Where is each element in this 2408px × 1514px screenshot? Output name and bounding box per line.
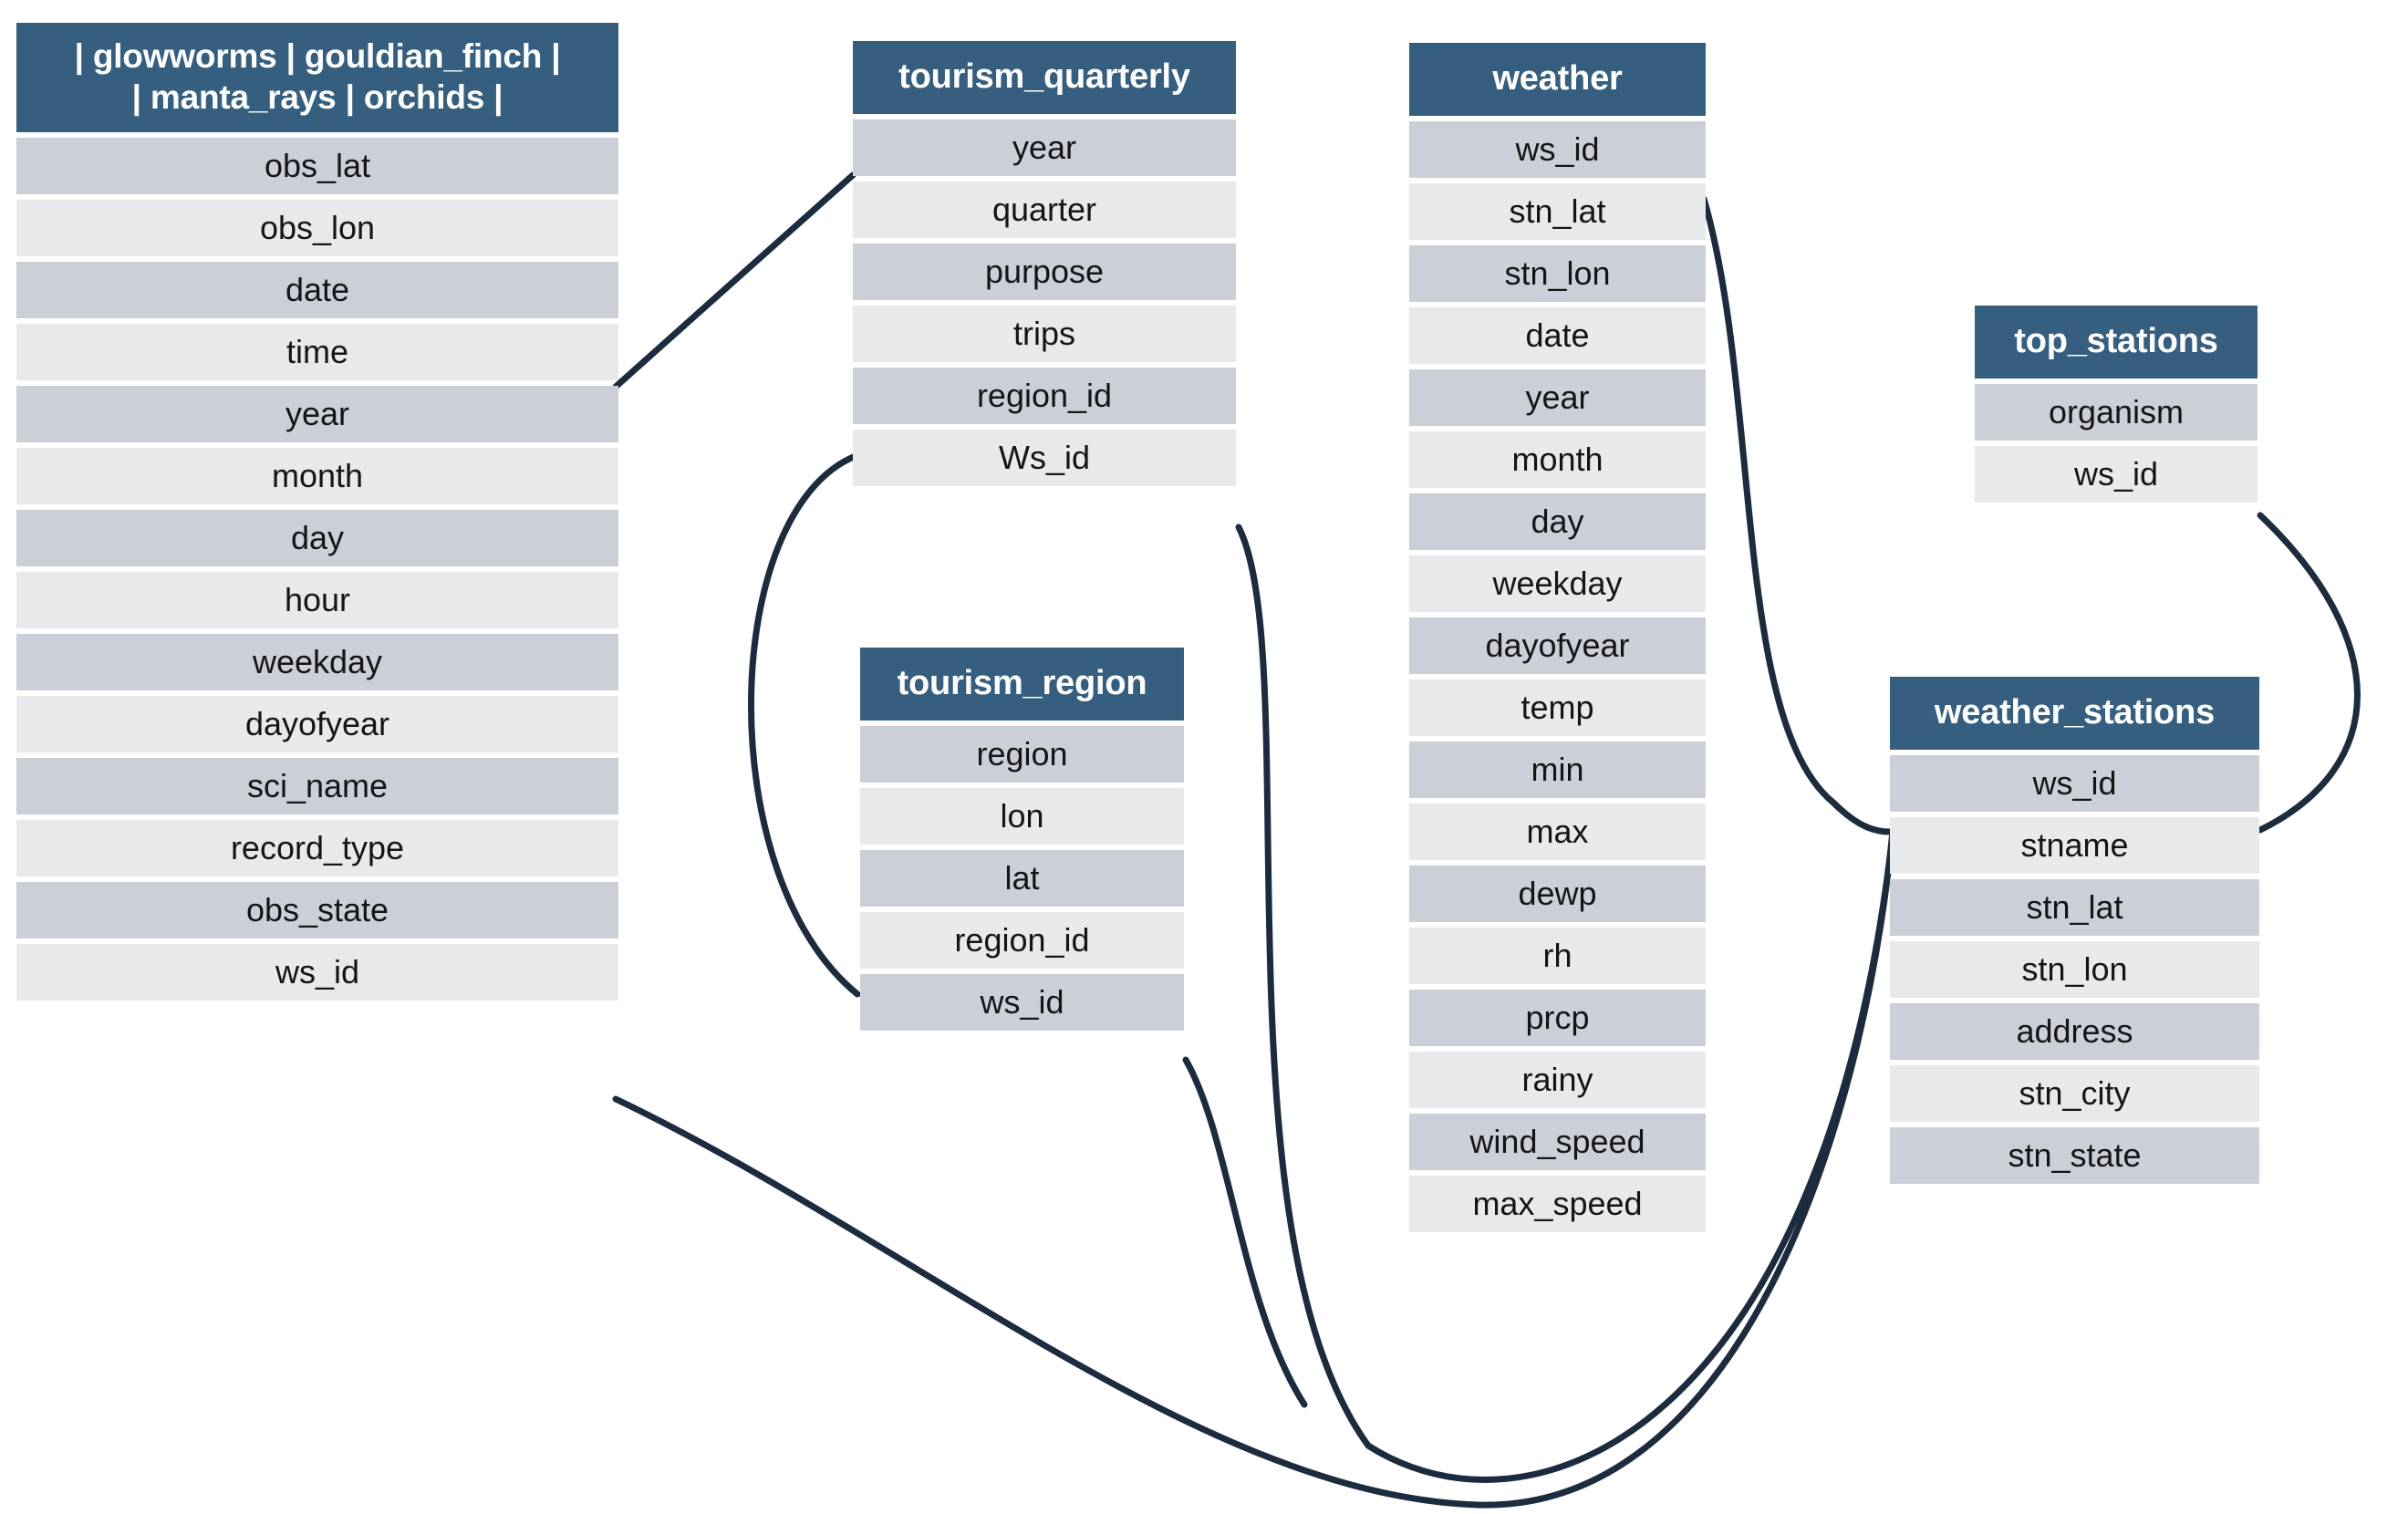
column-row[interactable]: obs_state <box>16 882 618 939</box>
column-row[interactable]: date <box>16 262 618 319</box>
column-row[interactable]: lat <box>860 850 1184 907</box>
column-row[interactable]: wind_speed <box>1409 1114 1706 1171</box>
entity-tourism-region-columns: region lon lat region_id ws_id <box>860 726 1184 1032</box>
column-row[interactable]: organism <box>1975 384 2258 441</box>
entity-tourism-quarterly-columns: year quarter purpose trips region_id Ws_… <box>853 119 1236 487</box>
edge-weather-wsid-to-weather-stations <box>1700 195 1894 835</box>
column-row[interactable]: temp <box>1409 679 1706 737</box>
column-row[interactable]: stn_city <box>1890 1065 2259 1123</box>
column-row[interactable]: year <box>16 386 618 443</box>
column-row[interactable]: prcp <box>1409 990 1706 1047</box>
column-row[interactable]: stname <box>1890 817 2259 875</box>
column-row[interactable]: purpose <box>853 244 1236 301</box>
column-row[interactable]: min <box>1409 741 1706 799</box>
edge-top-stations-wsid-to-weather-stations <box>2257 512 2361 834</box>
entity-top-stations-header: top_stations <box>1975 306 2258 379</box>
column-row[interactable]: rainy <box>1409 1052 1706 1109</box>
entity-weather-stations-header: weather_stations <box>1890 677 2259 751</box>
entity-organisms[interactable]: | glowworms | gouldian_finch | | manta_r… <box>16 23 618 1006</box>
entity-tourism-region-header: tourism_region <box>860 648 1184 721</box>
column-row[interactable]: day <box>16 510 618 567</box>
column-row[interactable]: date <box>1409 307 1706 365</box>
entity-organisms-header: | glowworms | gouldian_finch | | manta_r… <box>16 23 618 133</box>
column-row[interactable]: sci_name <box>16 758 618 815</box>
edge-tourism-quarterly-region-to-tourism-region <box>748 452 861 998</box>
column-row[interactable]: ws_id <box>1890 755 2259 813</box>
entity-top-stations[interactable]: top_stations organism ws_id <box>1975 306 2258 508</box>
entity-tourism-region[interactable]: tourism_region region lon lat region_id … <box>860 648 1184 1036</box>
column-row[interactable]: record_type <box>16 820 618 877</box>
column-row[interactable]: month <box>16 448 618 505</box>
entity-organisms-title-line1: | glowworms | gouldian_finch | <box>74 37 561 75</box>
edge-organisms-time-to-tourism-quarterly-year <box>612 171 856 390</box>
entity-top-stations-columns: organism ws_id <box>1975 384 2258 503</box>
column-row[interactable]: day <box>1409 493 1706 551</box>
column-row[interactable]: Ws_id <box>853 430 1236 487</box>
column-row[interactable]: trips <box>853 306 1236 363</box>
column-row[interactable]: address <box>1890 1003 2259 1061</box>
column-row[interactable]: region <box>860 726 1184 783</box>
column-row[interactable]: year <box>1409 369 1706 427</box>
column-row[interactable]: stn_state <box>1890 1127 2259 1185</box>
column-row[interactable]: year <box>853 119 1236 177</box>
entity-weather-columns: ws_id stn_lat stn_lon date year month da… <box>1409 121 1706 1233</box>
column-row[interactable]: ws_id <box>860 974 1184 1032</box>
column-row[interactable]: max_speed <box>1409 1176 1706 1233</box>
entity-weather[interactable]: weather ws_id stn_lat stn_lon date year … <box>1409 43 1706 1238</box>
column-row[interactable]: quarter <box>853 181 1236 239</box>
entity-tourism-quarterly-header: tourism_quarterly <box>853 41 1236 115</box>
column-row[interactable]: stn_lon <box>1890 941 2259 999</box>
column-row[interactable]: stn_lon <box>1409 245 1706 303</box>
column-row[interactable]: lon <box>860 788 1184 845</box>
column-row[interactable]: region_id <box>853 368 1236 425</box>
entity-weather-stations-columns: ws_id stname stn_lat stn_lon address stn… <box>1890 755 2259 1185</box>
column-row[interactable]: ws_id <box>1975 446 2258 503</box>
column-row[interactable]: weekday <box>1409 555 1706 613</box>
column-row[interactable]: obs_lat <box>16 138 618 195</box>
column-row[interactable]: stn_lat <box>1409 183 1706 241</box>
column-row[interactable]: hour <box>16 572 618 629</box>
column-row[interactable]: dayofyear <box>16 696 618 753</box>
entity-weather-stations[interactable]: weather_stations ws_id stname stn_lat st… <box>1890 677 2259 1189</box>
column-row[interactable]: time <box>16 324 618 381</box>
column-row[interactable]: dayofyear <box>1409 617 1706 675</box>
column-row[interactable]: rh <box>1409 928 1706 985</box>
column-row[interactable]: region_id <box>860 912 1184 970</box>
entity-organisms-title-line2: | manta_rays | orchids | <box>131 78 503 117</box>
column-row[interactable]: dewp <box>1409 866 1706 923</box>
entity-weather-header: weather <box>1409 43 1706 117</box>
column-row[interactable]: month <box>1409 431 1706 489</box>
column-row[interactable]: ws_id <box>1409 121 1706 179</box>
entity-organisms-columns: obs_lat obs_lon date time year month day… <box>16 138 618 1001</box>
entity-tourism-quarterly[interactable]: tourism_quarterly year quarter purpose t… <box>853 41 1236 492</box>
column-row[interactable]: stn_lat <box>1890 879 2259 937</box>
column-row[interactable]: max <box>1409 804 1706 861</box>
column-row[interactable]: obs_lon <box>16 200 618 257</box>
edge-tourism-region-wsid-to-weather-stations <box>1182 1056 1308 1408</box>
column-row[interactable]: ws_id <box>16 944 618 1001</box>
column-row[interactable]: weekday <box>16 634 618 691</box>
